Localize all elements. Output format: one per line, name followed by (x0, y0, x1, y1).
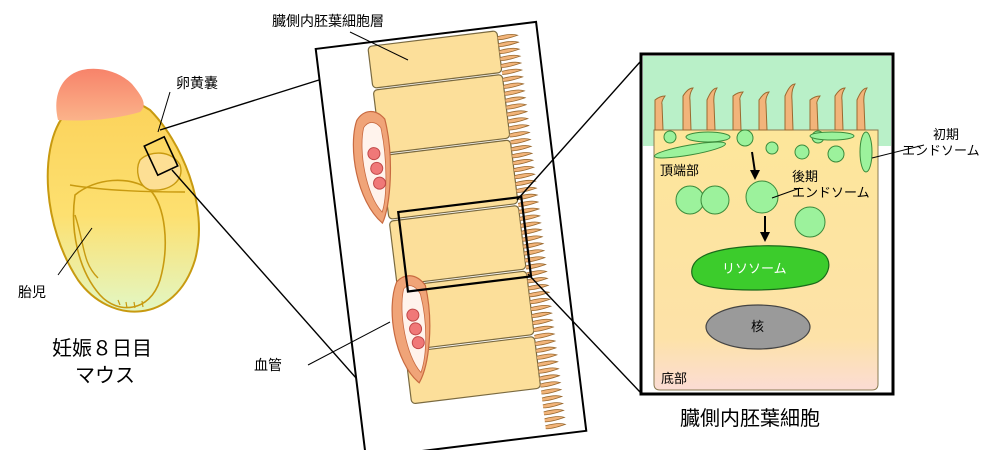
apical-label: 頂端部 (660, 164, 699, 179)
microvillus (654, 95, 666, 131)
embryo-label: 胎児 (18, 285, 46, 301)
microvillus (532, 318, 554, 325)
microvillus (533, 325, 555, 332)
microvillus (809, 95, 821, 131)
microvillus (531, 311, 553, 318)
microvillus (529, 291, 551, 298)
microvillus (513, 166, 535, 173)
blood-vessel-upper (352, 110, 391, 225)
apical-microvilli (654, 83, 868, 131)
microvillus (500, 54, 522, 61)
microvillus (515, 179, 537, 186)
cell-title: 臓側内胚葉細胞 (680, 406, 820, 430)
microvillus (510, 138, 532, 145)
microvillus (542, 402, 564, 409)
mouse-label: マウス (75, 363, 135, 387)
blood-vessel-lower (391, 275, 431, 384)
cell-detail-panel: リソソーム 核 頂端部 後期 エンドソーム 底部 (639, 52, 925, 396)
microvillus (540, 381, 562, 388)
early-endosome-label-2: エンドソーム (902, 144, 980, 159)
microvillus (530, 304, 553, 312)
microvillus (544, 416, 566, 423)
mouse-embryo (46, 68, 200, 313)
microvillus (706, 87, 718, 131)
microvillus (508, 124, 530, 131)
microvillus (500, 61, 523, 68)
microvillus (512, 159, 535, 166)
microvillus (535, 339, 557, 346)
mouse-stage-label: 妊娠８日目 (52, 336, 152, 360)
yolk-sac-label: 卵黄嚢 (176, 75, 218, 92)
embryo-curve (74, 214, 99, 279)
nucleus-label: 核 (751, 320, 764, 335)
microvillus (506, 103, 528, 110)
zoom-box-cell (396, 195, 533, 293)
microvillus (543, 409, 565, 416)
microvillus (504, 89, 526, 96)
cell-stack (367, 30, 541, 405)
blood-cell (409, 322, 423, 336)
late-endosome-label-2: エンドソーム (792, 186, 870, 201)
microvillus (498, 40, 520, 48)
blood-cell (370, 161, 384, 175)
microvillus (534, 332, 556, 339)
microvillus (506, 110, 529, 117)
late-endosome-label-1: 後期 (792, 170, 818, 185)
endoderm-layer-label: 臓側内胚葉細胞層 (272, 14, 384, 30)
microvilli-row (497, 33, 567, 430)
microvillus (511, 152, 534, 159)
ectoplacental-cone (56, 68, 144, 121)
yolk-sac-inner-line (69, 184, 186, 193)
microvillus (514, 172, 536, 180)
lysosome (691, 245, 830, 291)
endoderm-cell (405, 336, 541, 405)
basal-label: 底部 (661, 371, 687, 387)
microvillus (497, 33, 519, 41)
microvillus (502, 75, 524, 82)
microvillus (505, 96, 527, 103)
microvillus (499, 47, 521, 54)
microvillus (528, 284, 550, 291)
embryo-tail (117, 299, 144, 309)
microvillus (511, 145, 533, 152)
early-endosome-label-1: 初期 (933, 128, 959, 143)
endoderm-cell (389, 205, 527, 285)
transport-arrows (750, 151, 770, 242)
microvillus (856, 87, 868, 131)
lysosome-label: リソソーム (722, 262, 787, 277)
microvillus (834, 87, 846, 131)
microvillus (758, 91, 770, 131)
microvillus (732, 91, 744, 131)
amnion (137, 152, 182, 191)
microvillus (538, 367, 560, 374)
microvillus (540, 388, 563, 395)
blood-vessel-label: 血管 (254, 358, 282, 374)
nucleus (705, 304, 811, 350)
late-endosomes (675, 180, 826, 238)
blood-cell (367, 147, 381, 161)
microvillus (509, 131, 531, 138)
microvillus (507, 117, 529, 124)
yolk-sac-outline (46, 96, 200, 313)
microvillus (682, 87, 694, 131)
early-endosomes (654, 129, 873, 173)
blood-cell (373, 176, 387, 190)
microvillus (539, 374, 561, 381)
microvillus (541, 395, 564, 402)
microvillus (529, 298, 552, 305)
microvillus (784, 83, 796, 131)
blood-cell (406, 308, 420, 322)
embryo-body (72, 179, 166, 309)
microvillus (503, 82, 525, 89)
microvillus (535, 346, 558, 353)
microvillus (537, 360, 559, 367)
microvillus (536, 353, 559, 360)
microvillus (501, 68, 524, 75)
microvillus (545, 423, 567, 430)
blood-cell (411, 336, 425, 350)
zoom-box-small (143, 135, 179, 177)
endoderm-layer-panel (314, 20, 588, 450)
